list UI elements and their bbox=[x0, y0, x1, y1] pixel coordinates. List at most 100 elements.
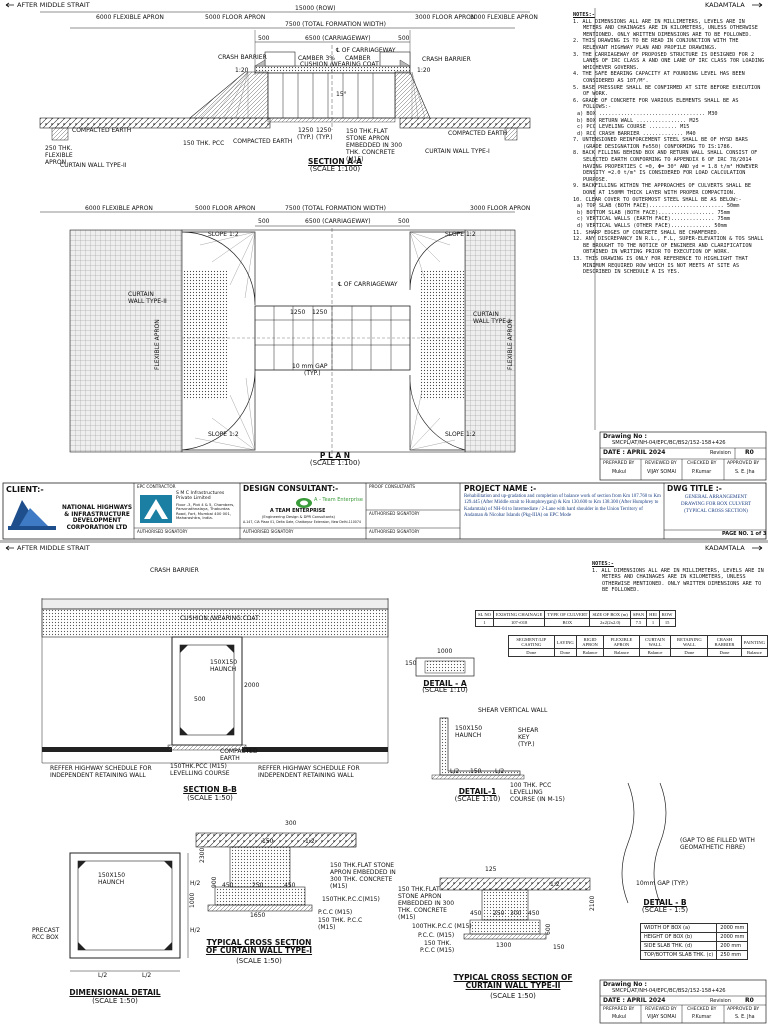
cw1-dim-150: 150 bbox=[262, 838, 274, 845]
dimensional-scale: (SCALE 1:50) bbox=[92, 997, 138, 1005]
schedule-cell: 2x2(2x2.0) bbox=[589, 618, 631, 627]
plan-dim-500-left: 500 bbox=[258, 218, 270, 225]
label-crash-barrier-right: CRASH BARRIER bbox=[422, 56, 471, 63]
section-aa-drawing bbox=[39, 11, 531, 141]
signoff-name: P.Kumar bbox=[692, 1015, 712, 1020]
cw2-title: TYPICAL CROSS SECTION OF CURTAIN WALL TY… bbox=[453, 973, 573, 990]
progress-cell: Done bbox=[508, 648, 555, 657]
note-item: a) BOX .................................… bbox=[577, 110, 718, 117]
signoff-name: VIJAY SOMAI bbox=[647, 470, 677, 475]
plan-dim-flexible: 6000 FLEXIBLE APRON bbox=[85, 205, 153, 212]
note-item: 3. THE CARRIAGEWAY OF PROPOSED STRUCTURE… bbox=[573, 51, 765, 71]
signoff-role: APPROVED BY bbox=[727, 461, 760, 466]
detail-1-label-haunch: 150X150 HAUNCH bbox=[455, 725, 483, 739]
signoff-name: P.Kumar bbox=[692, 470, 712, 475]
signoff-role: REVIEWED BY bbox=[645, 1007, 677, 1012]
dim-value: 2000 mm bbox=[716, 932, 749, 942]
table-row: SIDE SLAB THK. (d)200 mm bbox=[639, 941, 749, 951]
plan-dim-formation: 7500 (TOTAL FORMATION WIDTH) bbox=[285, 205, 387, 212]
label-curtain-wall-2: CURTAIN WALL TYPE-II bbox=[60, 162, 127, 169]
schedule-header-cell: ROW bbox=[658, 610, 676, 619]
consultant-sub: (Engineering Design & DPR Consultants) bbox=[262, 515, 335, 519]
cw1-dim-1000: 1000 bbox=[189, 892, 196, 908]
schedule-value-row: 1 107+018 BOX 2x2(2x2.0) 7.5 1 15 bbox=[475, 618, 676, 627]
signoff-name: S. E. Jha bbox=[735, 470, 755, 475]
cw1-title: TYPICAL CROSS SECTION OF CURTAIN WALL TY… bbox=[205, 938, 313, 955]
schedule-cell: 1 bbox=[646, 618, 660, 627]
plan-slope-tr: SLOPE 1:2 bbox=[445, 231, 476, 238]
signoff-role: APPROVED BY bbox=[727, 1007, 760, 1012]
dim-detail-l2-b: L/2 bbox=[142, 972, 152, 979]
progress-header-cell: CRASH BARRIER bbox=[707, 635, 742, 649]
cw2-dim-150: 150 bbox=[553, 944, 565, 951]
plan-dim-1250-b: 1250 bbox=[312, 309, 328, 316]
dim-row: 15000 (ROW) bbox=[295, 5, 336, 12]
section-bb-scale: (SCALE 1:50) bbox=[187, 794, 233, 802]
cw2-dim-600: 600 bbox=[545, 923, 552, 935]
dim-value: 200 mm bbox=[716, 941, 749, 951]
note-item: 13. THIS DRAWING IS ONLY FOR REFERENCE T… bbox=[573, 255, 748, 276]
detail-1-dim-l2-b: L/2 bbox=[495, 768, 505, 775]
sheet2-drawing bbox=[5, 545, 767, 1024]
bb-label-pcc: 150THK.PCC (M15) LEVELLING COURSE bbox=[170, 763, 230, 777]
dwg-title-label: DWG TITLE :- bbox=[667, 484, 722, 493]
detail-1-dim-150: 150 bbox=[470, 768, 482, 775]
schedule-header-cell: SL NO bbox=[475, 610, 494, 619]
notes-block: NOTES:- 1. ALL DIMENSIONS ALL ARE IN MIL… bbox=[573, 12, 765, 276]
label-camber-right: CAMBER bbox=[345, 55, 371, 62]
detail-a-dim-1000: 1000 bbox=[437, 648, 453, 655]
table-row: WIDTH OF BOX (a)2000 mm bbox=[639, 923, 749, 933]
plan-flexible-apron-left: FLEXIBLE APRON bbox=[154, 319, 161, 370]
progress-cell: Done bbox=[707, 648, 742, 657]
cw2-dim-1300: 1300 bbox=[496, 942, 512, 949]
cw1-label-stone-apron: 150 THK.FLAT STONE APRON EMBEDDED IN 300… bbox=[330, 862, 396, 890]
box-dimension-table: WIDTH OF BOX (a)2000 mm HEIGHT OF BOX (b… bbox=[639, 923, 749, 960]
header-direction-left: AFTER MIDDLE STRAIT bbox=[17, 544, 90, 552]
cw1-label-pcc-3: 150 THK. P.C.C (M15) bbox=[318, 917, 363, 931]
signoff-name: S. E. Jha bbox=[735, 1015, 755, 1020]
drawing-date: DATE : APRIL 2024 bbox=[603, 997, 666, 1004]
plan-gap: 10 mm GAP bbox=[292, 363, 328, 370]
cw2-label-thk: 150 THK. bbox=[424, 940, 452, 947]
cw2-slope: 1:2 bbox=[550, 881, 560, 888]
note-item: 5. BASE PRESSURE SHALL BE CONFIRMED AT S… bbox=[573, 84, 761, 98]
detail-b-drawing bbox=[621, 782, 667, 904]
cw1-slope: 1:2 bbox=[305, 838, 315, 845]
schedule-header-cell: EXISTING CHAINAGE bbox=[492, 610, 546, 619]
table-row: HEIGHT OF BOX (b)2000 mm bbox=[639, 932, 749, 942]
note-item: 9. BACKFILLING WITHIN THE APPROACHES OF … bbox=[573, 183, 752, 197]
client-name: NATIONAL HIGHWAYS & INFRASTRUCTURE DEVEL… bbox=[61, 505, 133, 531]
schedule-header-cell: SIZE OF BOX (m) bbox=[589, 610, 631, 619]
cw2-label-pcc: 100THK.P.C.C (M15) bbox=[412, 923, 472, 930]
plan-curtain-wall-1: CURTAIN WALL TYPE-I bbox=[473, 311, 510, 325]
dwg-title-line-2: DRAWING FOR BOX CULVERT bbox=[680, 502, 752, 507]
plan-dim-carriageway: 6500 (CARRIAGEWAY) bbox=[305, 218, 371, 225]
bb-dim-2000: 2000 bbox=[244, 682, 260, 689]
signoff-role: PREPARED BY bbox=[603, 461, 635, 466]
cw1-label-pcc-2: P.C.C (M15) bbox=[318, 909, 353, 916]
dim-key: TOP/BOTTOM SLAB THK. (c) bbox=[639, 950, 718, 960]
dim-detail-haunch: 150X150 HAUNCH bbox=[98, 872, 126, 886]
detail-a-dim-150: 150 bbox=[405, 660, 417, 667]
bb-dim-500: 500 bbox=[194, 696, 206, 703]
cw2-dim-450-b: 450 bbox=[528, 910, 540, 917]
progress-cell: Done bbox=[553, 648, 577, 657]
progress-header-cell: RETAINING WALL bbox=[670, 635, 709, 649]
bb-label-compacted-earth: COMPACTED EARTH bbox=[220, 748, 258, 762]
cw2-dim-450-a: 450 bbox=[470, 910, 482, 917]
detail-b-scale: (SCALE - 1:5) bbox=[641, 906, 689, 914]
cw2-label-stone-apron: 150 THK.FLAT STONE APRON EMBEDDED IN 300… bbox=[398, 886, 455, 921]
bb-label-retaining-left: REFFER HIGHWAY SCHEDULE FOR INDEPENDENT … bbox=[50, 765, 152, 779]
proof-signatory: AUTHORISED SIGNATORY bbox=[369, 511, 420, 516]
note-item: a) TOP SLAB (BOTH FACE).................… bbox=[577, 203, 740, 210]
plan-carriageway-cl: ℄ OF CARRIAGEWAY bbox=[338, 281, 398, 288]
page-number: PAGE NO. 1 of 3 bbox=[722, 531, 767, 537]
cw2-label-pcc-3: P.C.C (M15) bbox=[420, 947, 455, 954]
consultant-name: A TEAM ENTERPRISE bbox=[270, 509, 326, 514]
notes-title: NOTES:- bbox=[592, 561, 614, 567]
table-row: TOP/BOTTOM SLAB THK. (c)250 mm bbox=[639, 950, 749, 960]
dim-detail-precast-box: PRECAST RCC BOX bbox=[32, 927, 60, 941]
detail-1-title: DETAIL-1 bbox=[458, 787, 497, 796]
note-item: d) VERTICAL WALLS (OTHER FACE)..........… bbox=[577, 223, 727, 229]
sheet-1: AFTER MIDDLE STRAIT KADAMTALA 15000 (ROW… bbox=[2, 1, 767, 540]
